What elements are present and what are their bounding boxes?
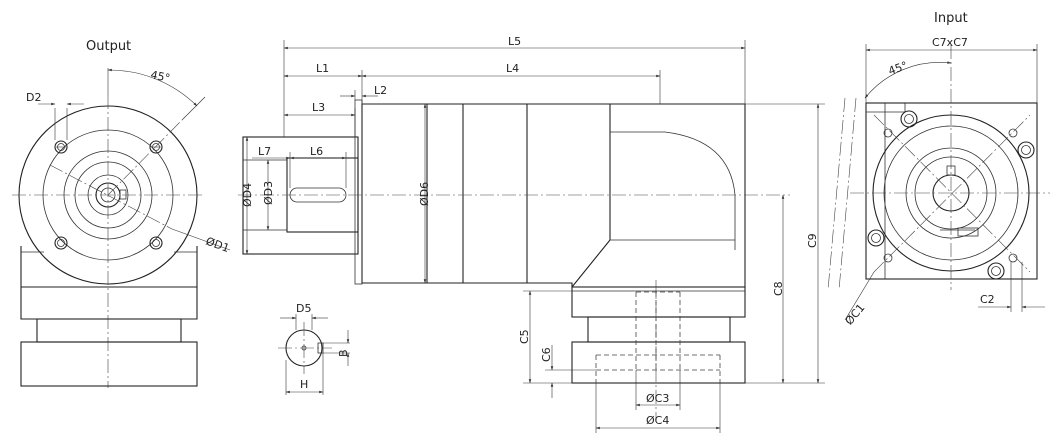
dim-C9: C9: [806, 233, 819, 248]
dim-C2: C2: [980, 293, 995, 306]
dim-C1: ØC1: [843, 301, 868, 327]
dim-C4: ØC4: [646, 414, 669, 427]
dim-H: H: [300, 378, 308, 391]
output-view: Output ØD1 45° D2: [12, 39, 231, 388]
input-square-flange: [865, 102, 1038, 280]
dim-D3: ØD3: [262, 181, 275, 205]
dim-L2: L2: [374, 84, 387, 97]
dim-D4: ØD4: [241, 183, 254, 207]
dim-C3: ØC3: [646, 392, 669, 405]
output-title: Output: [86, 39, 131, 54]
angle-input: 45°: [887, 59, 910, 78]
dim-C5: C5: [518, 329, 531, 344]
input-title: Input: [934, 11, 968, 26]
dim-D1: ØD1: [204, 235, 231, 255]
dim-L1: L1: [316, 62, 329, 75]
dim-L7: L7: [258, 145, 271, 158]
dim-L5: L5: [508, 35, 521, 48]
side-view: L5 L1 L4 L2 L3 L7 L6 ØD4 ØD3 ØD6: [238, 35, 825, 433]
dim-D5: D5: [296, 302, 311, 315]
dim-D6: ØD6: [418, 182, 431, 206]
dim-L6: L6: [310, 145, 323, 158]
dim-C7xC7: C7xC7: [932, 36, 968, 49]
dim-B: B: [337, 349, 350, 357]
input-view: Input C7xC7 45°: [827, 11, 1050, 328]
dim-L4: L4: [506, 62, 519, 75]
dim-L3: L3: [312, 101, 325, 114]
dim-C8: C8: [772, 281, 785, 296]
angle-output: 45°: [149, 68, 171, 85]
dim-D2: D2: [26, 91, 41, 104]
key-detail: D5 H B: [278, 302, 350, 395]
dim-C6: C6: [540, 347, 553, 362]
